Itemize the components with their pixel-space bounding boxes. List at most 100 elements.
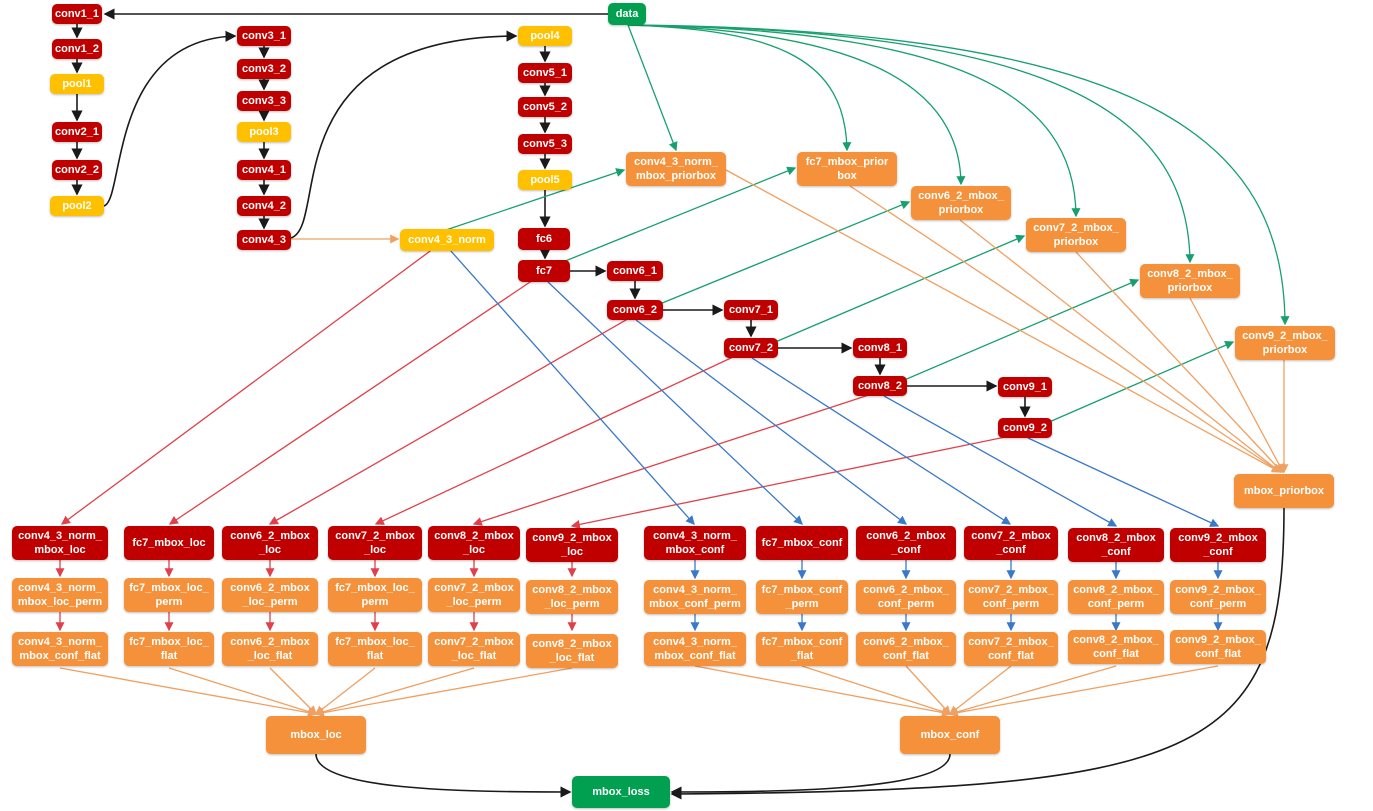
fc7-mbox-priorbox-node[interactable]: fc7_mbox_prior box — [797, 152, 897, 186]
conv8-2-mbox-conf-node[interactable]: conv8_2_mbox _conf — [1068, 528, 1164, 562]
conv9-2-mbox-loc-perm-node[interactable]: conv8_2_mbox _loc_perm — [526, 580, 618, 614]
conv9-2-mbox-loc-flat-node[interactable]: conv8_2_mbox _loc_flat — [526, 634, 618, 668]
edge-norm-p-conv4 — [439, 168, 626, 233]
conv6-2-mbox-loc-flat-node[interactable]: conv6_2_mbox _loc_flat — [222, 632, 318, 666]
edge-flat-mbox-conf-3 — [948, 665, 1012, 715]
conv6-2-node[interactable]: conv6_2 — [607, 300, 663, 320]
fc7-mbox-conf-node[interactable]: fc7_mbox_conf — [756, 526, 848, 560]
conv8-2-mbox-priorbox-node[interactable]: conv8_2_mbox_ priorbox — [1140, 264, 1240, 298]
mbox-loc-node[interactable]: mbox_loc — [266, 716, 366, 754]
conv4-3-node[interactable]: conv4_3 — [237, 230, 291, 250]
conv7-2-mbox-conf-flat-node[interactable]: conv7_2_mbox_ conf_flat — [964, 632, 1058, 666]
conv5-1-node[interactable]: conv5_1 — [518, 63, 572, 83]
conv8-2-mbox-loc-flat-node[interactable]: conv7_2_mbox _loc_flat — [428, 632, 520, 666]
conv5-2-node[interactable]: conv5_2 — [518, 97, 572, 117]
conv4-3-norm-mbox-loc-perm-node[interactable]: conv4_3_norm_ mbox_loc_perm — [12, 578, 108, 612]
conv4-3-norm-mbox-conf-node[interactable]: conv4_3_norm_ mbox_conf — [644, 526, 746, 560]
edge-p-fc7-mbox — [849, 185, 1282, 473]
conv9-2-node[interactable]: conv9_2 — [998, 418, 1052, 438]
conv6-2-mbox-conf-flat-node[interactable]: conv6_2_mbox_ conf_flat — [856, 632, 956, 666]
edge-conv7-2-conf — [751, 357, 1012, 525]
conv9-2-mbox-conf-node[interactable]: conv9_2_mbox _conf — [1170, 528, 1266, 562]
conv9-1-node[interactable]: conv9_1 — [998, 377, 1052, 397]
edge-flat-mbox-loc-3 — [314, 667, 376, 715]
edge-conv6-2-loc — [268, 311, 641, 525]
conv6-1-node[interactable]: conv6_1 — [607, 261, 663, 281]
pool3-node[interactable]: pool3 — [237, 122, 291, 142]
edge-flat-mbox-conf-0 — [694, 665, 952, 718]
edge-flat-mbox-loc-1 — [168, 667, 318, 717]
edge-flat-mbox-loc-5 — [314, 667, 573, 718]
fc7-mbox-conf-flat-node[interactable]: fc7_mbox_conf _flat — [756, 632, 848, 666]
conv8-2-node[interactable]: conv8_2 — [853, 376, 907, 396]
edge-conv6-2-p-conv6 — [649, 200, 911, 309]
conv7-1-node[interactable]: conv7_1 — [724, 300, 778, 320]
conv8-2-mbox-conf-flat-node[interactable]: conv8_2_mbox_ conf_flat — [1068, 630, 1164, 664]
conv9-2-mbox-conf-flat-node[interactable]: conv9_2_mbox_ conf_flat — [1170, 630, 1266, 664]
conv1-1-node[interactable]: conv1_1 — [52, 4, 102, 24]
edge-conv7-2-loc — [374, 349, 749, 525]
conv1-2-node[interactable]: conv1_2 — [52, 39, 102, 59]
edge-conv8-2-p-conv8 — [894, 278, 1140, 385]
mbox-priorbox-node[interactable]: mbox_priorbox — [1234, 474, 1334, 508]
pool2-node[interactable]: pool2 — [50, 196, 104, 216]
conv5-3-node[interactable]: conv5_3 — [518, 134, 572, 154]
conv7-2-mbox-priorbox-node[interactable]: conv7_2_mbox_ priorbox — [1026, 218, 1126, 252]
conv2-1-node[interactable]: conv2_1 — [52, 122, 102, 142]
edge-fc7-conf — [547, 281, 803, 525]
conv9-2-mbox-loc-node[interactable]: conv9_2_mbox _loc — [526, 528, 618, 562]
edge-norm-conf — [449, 249, 695, 525]
fc7-mbox-loc-perm-node[interactable]: fc7_mbox_loc_ perm — [124, 578, 214, 612]
conv7-2-mbox-conf-perm-node[interactable]: conv7_2_mbox_ conf_perm — [964, 580, 1058, 614]
edge-conv4-3-pool4 — [290, 30, 518, 239]
edge-p-conv8-mbox — [1189, 297, 1284, 474]
fc7-mbox-conf-perm-node[interactable]: fc7_mbox_conf _perm — [756, 580, 848, 614]
data-node[interactable]: data — [608, 3, 646, 25]
fc7-mbox-loc-node[interactable]: fc7_mbox_loc — [124, 526, 214, 560]
edge-conv9-2-p-conv9 — [1039, 340, 1235, 427]
mbox-loss-node[interactable]: mbox_loss — [572, 776, 670, 808]
edge-flat-mbox-loc-4 — [314, 667, 475, 717]
conv8-1-node[interactable]: conv8_1 — [853, 338, 907, 358]
edge-data-p-conv6 — [627, 24, 966, 186]
conv8-2-mbox-conf-perm-node[interactable]: conv8_2_mbox_ conf_perm — [1068, 580, 1164, 614]
edge-flat-mbox-conf-4 — [948, 665, 1117, 717]
conv4-3-norm-mbox-priorbox-node[interactable]: conv4_3_norm_ mbox_priorbox — [626, 152, 726, 186]
conv4-1-node[interactable]: conv4_1 — [237, 160, 291, 180]
edge-conv8-2-conf — [883, 395, 1118, 527]
conv8-2-mbox-loc-node[interactable]: conv8_2_mbox _loc — [428, 526, 520, 560]
conv7-2-mbox-loc-perm-node[interactable]: fc7_mbox_loc_ perm — [328, 578, 422, 612]
edge-flat-mbox-loc-0 — [59, 667, 318, 718]
conv3-2-node[interactable]: conv3_2 — [237, 59, 291, 79]
conv7-2-mbox-loc-flat-node[interactable]: fc7_mbox_loc_ flat — [328, 632, 422, 666]
conv6-2-mbox-loc-node[interactable]: conv6_2_mbox _loc — [222, 526, 318, 560]
conv3-3-node[interactable]: conv3_3 — [237, 91, 291, 111]
conv7-2-mbox-conf-node[interactable]: conv7_2_mbox _conf — [964, 526, 1058, 560]
conv2-2-node[interactable]: conv2_2 — [52, 160, 102, 180]
conv4-3-norm-node[interactable]: conv4_3_norm — [400, 229, 494, 251]
conv8-2-mbox-loc-perm-node[interactable]: conv7_2_mbox _loc_perm — [428, 578, 520, 612]
conv4-2-node[interactable]: conv4_2 — [237, 196, 291, 216]
conv6-2-mbox-priorbox-node[interactable]: conv6_2_mbox_ priorbox — [911, 186, 1011, 220]
pool5-node[interactable]: pool5 — [518, 170, 572, 190]
conv4-3-norm-mbox-conf-flat-node[interactable]: conv4_3_norm_ mbox_conf_flat — [644, 632, 746, 666]
conv4-3-norm-mbox-conf-perm-node[interactable]: conv4_3_norm_ mbox_conf_perm — [644, 580, 746, 614]
fc6-node[interactable]: fc6 — [518, 228, 570, 250]
conv9-2-mbox-conf-perm-node[interactable]: conv9_2_mbox_ conf_perm — [1170, 580, 1266, 614]
fc7-node[interactable]: fc7 — [518, 260, 570, 282]
pool1-node[interactable]: pool1 — [50, 74, 104, 94]
conv7-2-node[interactable]: conv7_2 — [724, 338, 778, 358]
mbox-conf-node[interactable]: mbox_conf — [900, 716, 1000, 754]
conv7-2-mbox-loc-node[interactable]: conv7_2_mbox _loc — [328, 526, 422, 560]
fc7-mbox-loc-flat-node[interactable]: fc7_mbox_loc_ flat — [124, 632, 214, 666]
edge-flat-mbox-conf-2 — [905, 665, 951, 715]
conv6-2-mbox-loc-perm-node[interactable]: conv6_2_mbox _loc_perm — [222, 578, 318, 612]
conv3-1-node[interactable]: conv3_1 — [237, 26, 291, 46]
pool4-node[interactable]: pool4 — [518, 26, 572, 46]
conv4-3-norm-mbox-loc-flat-node[interactable]: conv4_3_norm_ mbox_conf_flat — [12, 632, 108, 666]
conv6-2-mbox-conf-perm-node[interactable]: conv6_2_mbox_ conf_perm — [856, 580, 956, 614]
conv9-2-mbox-priorbox-node[interactable]: conv9_2_mbox_ priorbox — [1235, 326, 1335, 360]
edge-p-conv4-mbox — [725, 169, 1282, 473]
conv4-3-norm-mbox-loc-node[interactable]: conv4_3_norm_ mbox_loc — [12, 526, 108, 560]
conv6-2-mbox-conf-node[interactable]: conv6_2_mbox _conf — [856, 526, 956, 560]
